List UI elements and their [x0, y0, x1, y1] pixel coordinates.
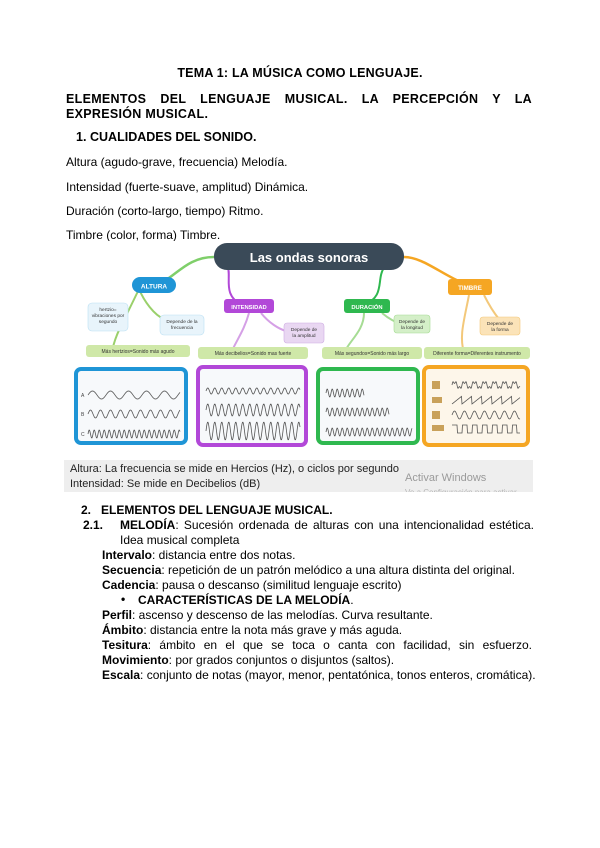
sound-waves-mindmap: Las ondas sonoras ALTURA hertzio=vibraci…: [74, 243, 530, 447]
rule-intensidad: Más decibelios=Sonido mas fuerte: [215, 351, 292, 357]
watermark-text: Activar Windows: [405, 472, 487, 484]
svg-text:A: A: [81, 393, 85, 399]
watermark-subtext: Ve a Configuración para activar Windows.: [405, 485, 533, 492]
node-duracion-label: DURACIÓN: [351, 303, 382, 311]
sound-waves-figure: Las ondas sonoras ALTURA hertzio=vibraci…: [64, 241, 533, 492]
feature-movimiento: Movimiento: por grados conjuntos o disju…: [102, 653, 395, 667]
item-secuencia: Secuencia: repetición de un patrón melód…: [102, 563, 515, 577]
feature-ambito: Ámbito: distancia entre la nota más grav…: [102, 623, 403, 637]
quality-line-altura: Altura (agudo-grave, frecuencia) Melodía…: [66, 155, 288, 169]
melodia-term: MELODÍA: [120, 518, 176, 532]
panel-timbre: [422, 365, 530, 447]
section1-number: 1.: [76, 130, 87, 144]
quality-line-duracion: Duración (corto-largo, tiempo) Ritmo.: [66, 204, 264, 218]
node-duracion: [344, 299, 390, 313]
panel-duracion: [316, 367, 420, 445]
section2-number: 2.: [81, 503, 92, 517]
section1-heading-text: CUALIDADES DEL SONIDO.: [90, 130, 257, 144]
node-timbre-label: TIMBRE: [458, 285, 482, 292]
caption-line-2: Intensidad: Se mide en Decibelios (dB): [70, 478, 261, 490]
node-altura-label: ALTURA: [141, 284, 168, 291]
melodia-definition: : Sucesión ordenada de alturas con una i…: [175, 518, 534, 532]
characteristics-heading: CARACTERÍSTICAS DE LA MELODÍA.: [138, 593, 354, 607]
section2-heading: ELEMENTOS DEL LENGUAJE MUSICAL.: [101, 503, 333, 517]
figure-title: Las ondas sonoras: [250, 250, 368, 265]
quality-line-intensidad: Intensidad (fuerte-suave, amplitud) Diná…: [66, 180, 309, 194]
rule-altura: Más hertzios=Sonido más agudo: [102, 349, 175, 355]
item-intervalo: Intervalo: distancia entre dos notas.: [102, 548, 296, 562]
svg-text:C: C: [81, 432, 85, 438]
section1-heading: 1. CUALIDADES DEL SONIDO.: [76, 130, 257, 144]
caption-line-1: Altura: La frecuencia se mide en Hercios…: [70, 463, 399, 475]
panel-intensidad: [196, 365, 308, 447]
rule-duracion: Más segundos=Sonido más largo: [335, 351, 410, 357]
panel-altura: A B C: [74, 367, 188, 445]
feature-escala: Escala: conjunto de notas (mayor, menor,…: [102, 668, 536, 682]
figure-caption: Altura: La frecuencia se mide en Hercios…: [64, 460, 533, 492]
item-cadencia: Cadencia: pausa o descanso (similitud le…: [102, 578, 402, 592]
node-intensidad-label: INTENSIDAD: [231, 305, 266, 311]
feature-perfil: Perfil: ascenso y descenso de las melodí…: [102, 608, 433, 622]
rule-timbre: Diferente forma=Diferentes instrumento: [433, 351, 521, 357]
document-title: TEMA 1: LA MÚSICA COMO LENGUAJE.: [177, 66, 423, 80]
subsection-number: 2.1.: [83, 518, 104, 532]
svg-text:B: B: [81, 412, 85, 418]
node-intensidad: [224, 299, 274, 313]
quality-line-timbre: Timbre (color, forma) Timbre.: [66, 228, 221, 242]
node-timbre: [448, 279, 492, 295]
melodia-definition-2: Idea musical completa: [120, 533, 240, 547]
bullet-icon: •: [121, 592, 126, 606]
figure-title-bg: [214, 243, 404, 270]
node-altura: [132, 277, 176, 293]
melodia-line: MELODÍA: Sucesión ordenada de alturas co…: [120, 518, 534, 532]
document-subtitle: ELEMENTOS DEL LENGUAJE MUSICAL. LA PERCE…: [66, 92, 532, 121]
feature-tesitura: Tesitura: ámbito en el que se toca o can…: [102, 638, 532, 652]
